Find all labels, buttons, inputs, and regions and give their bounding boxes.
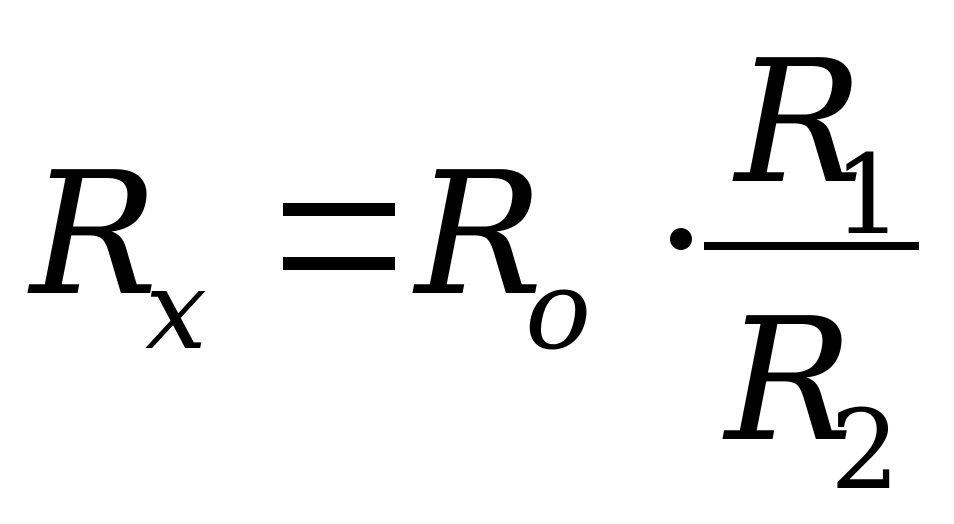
multiplication-dot: [670, 228, 692, 250]
equals-sign-bottom-bar: [283, 257, 395, 270]
lhs-symbol: R: [30, 136, 158, 334]
lhs-subscript: x: [145, 246, 208, 374]
denominator-symbol: R: [725, 282, 853, 480]
rhs-subscript: o: [525, 246, 592, 374]
rhs-symbol: R: [415, 136, 543, 334]
equals-sign-top-bar: [283, 203, 395, 216]
numerator-subscript: 1: [833, 131, 903, 259]
fraction-bar: [704, 242, 919, 250]
denominator-subscript: 2: [830, 386, 900, 514]
numerator-symbol: R: [735, 24, 863, 222]
